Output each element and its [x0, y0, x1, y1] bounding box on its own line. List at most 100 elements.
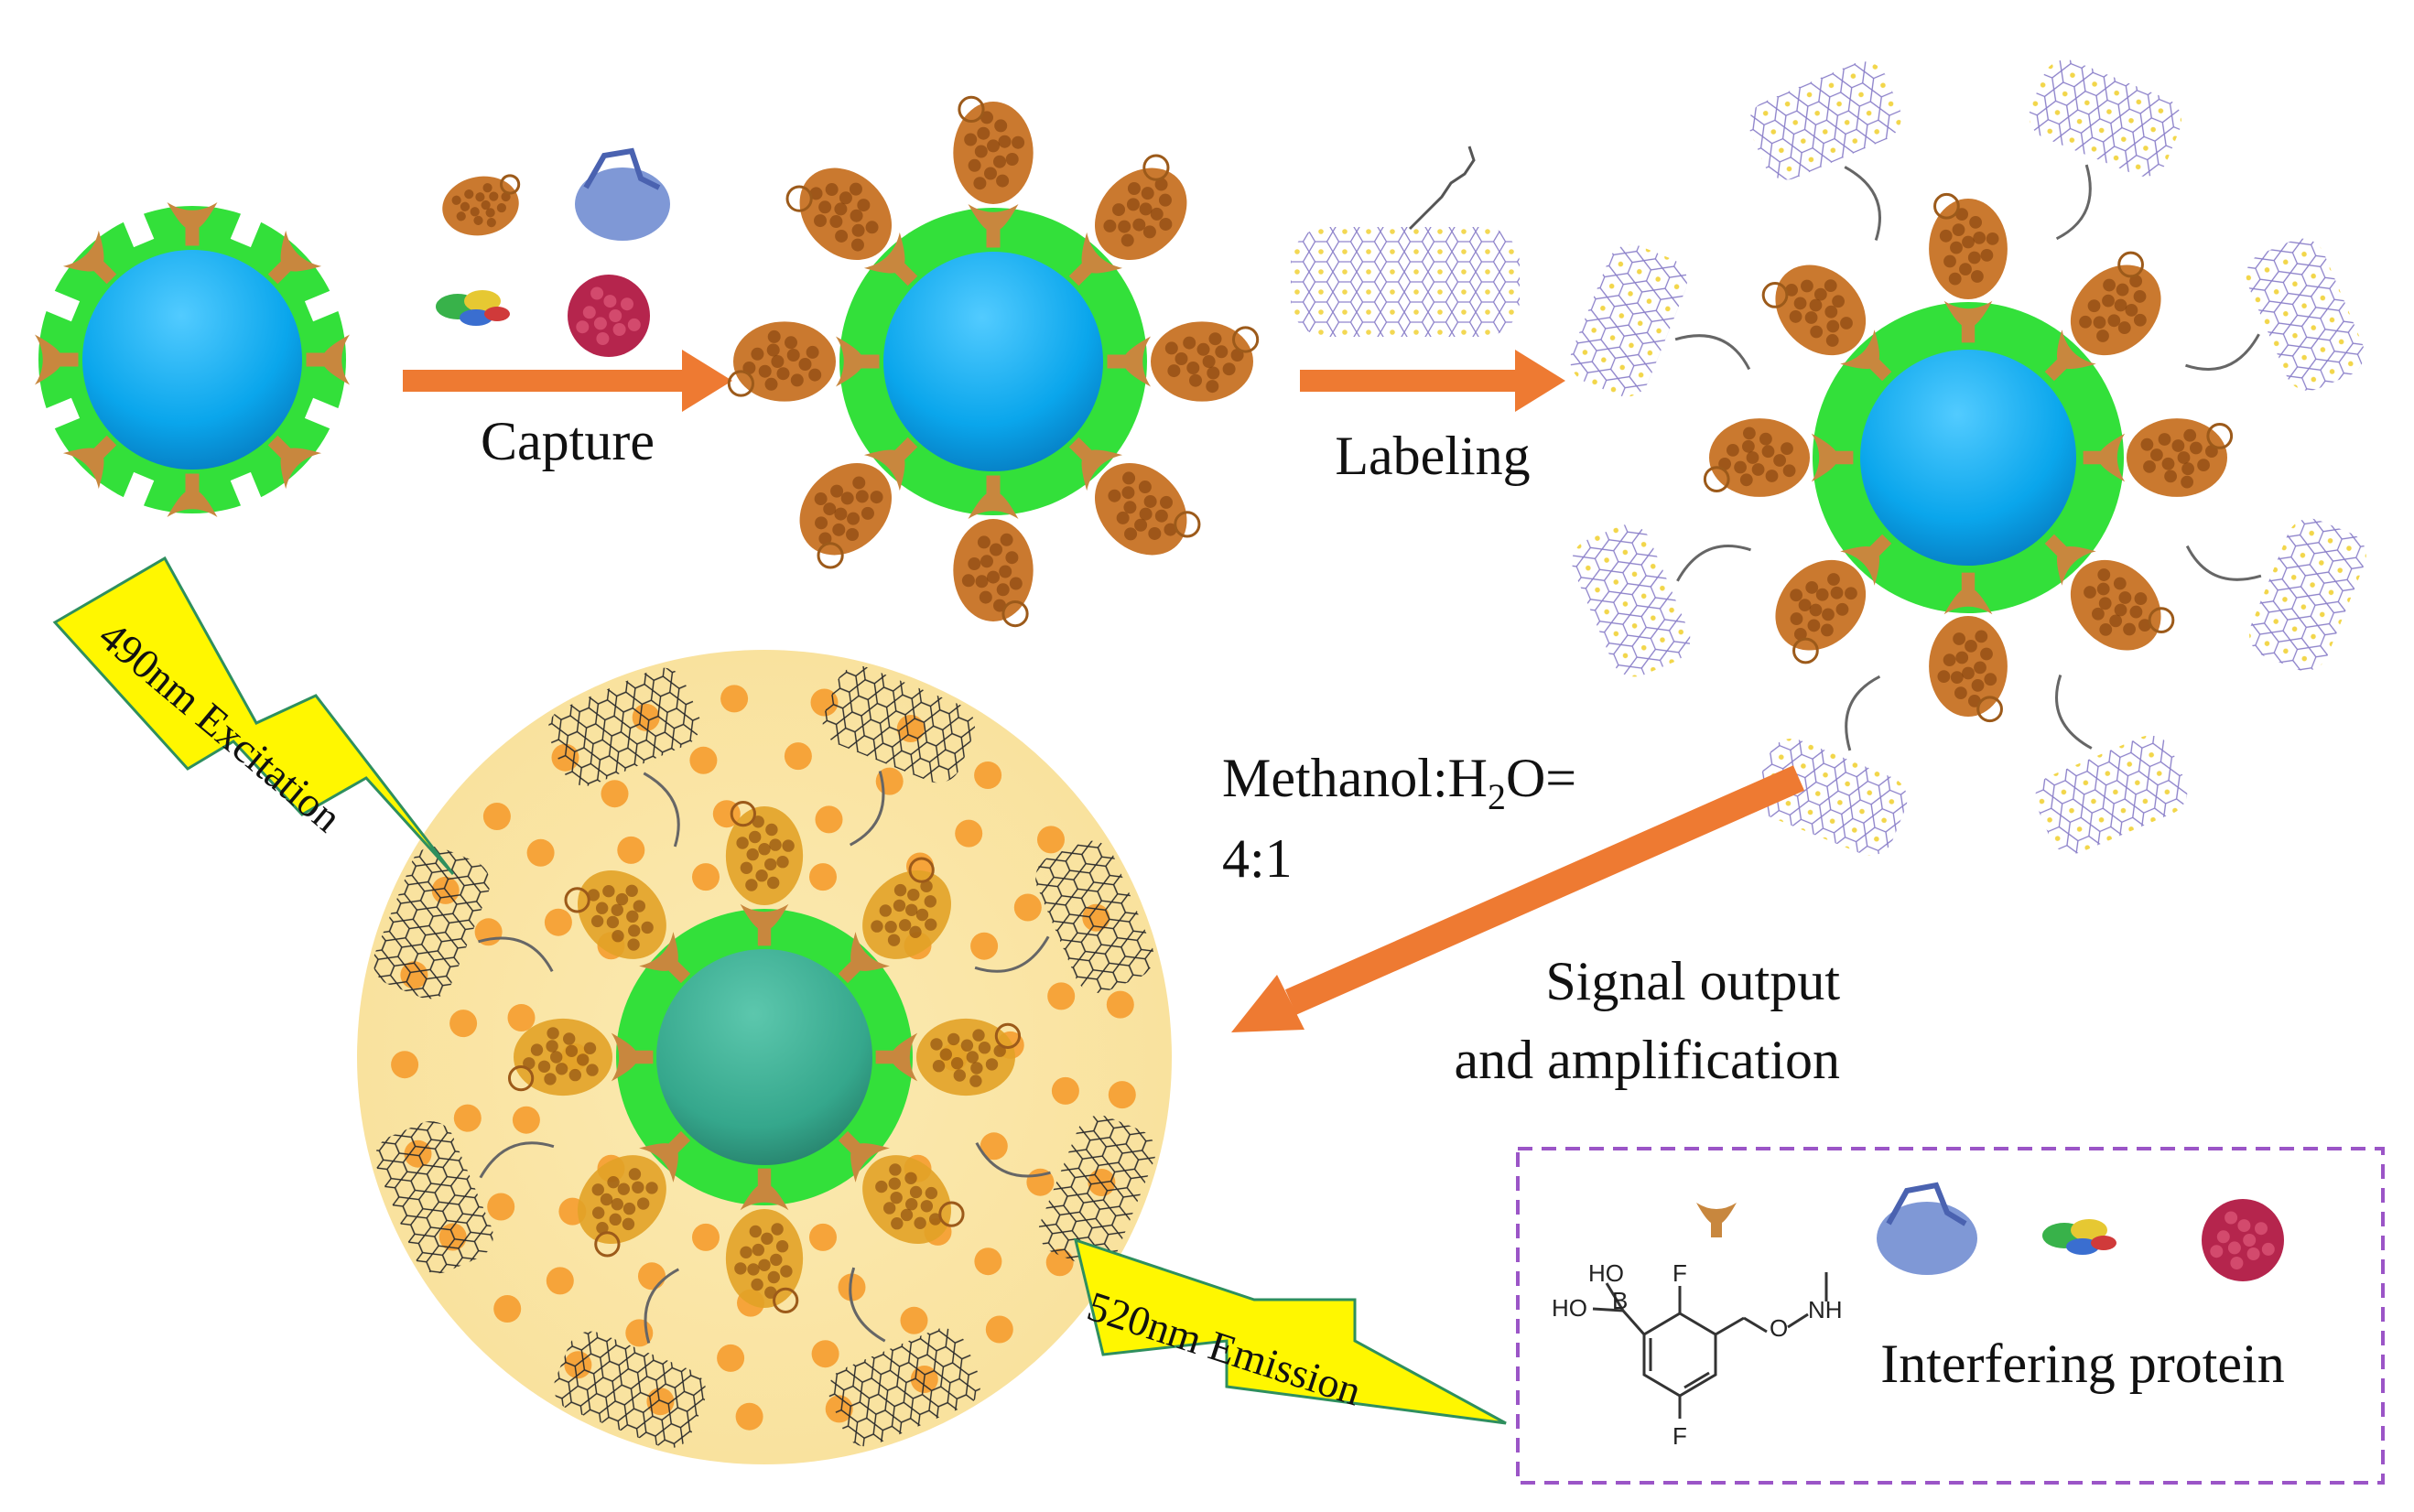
magnetic-core: [656, 949, 872, 1165]
linker-chain: [849, 1267, 886, 1343]
graphene-tag: [554, 1331, 707, 1449]
capture-arrow: [403, 350, 732, 412]
receptor-icon: [2044, 534, 2096, 586]
target-protein-icon: [1929, 616, 2008, 723]
receptor-icon: [167, 473, 218, 517]
target-protein-icon: [1703, 418, 1810, 497]
receptor-icon: [1068, 232, 1123, 286]
chem-b: B: [1612, 1287, 1628, 1314]
receptor-icon: [639, 1130, 691, 1183]
receptor-icon: [863, 437, 918, 491]
linker-chain: [644, 1268, 679, 1344]
chem-o: O: [1770, 1314, 1788, 1342]
shell-gap: [42, 397, 81, 430]
dye-molecule-dot: [638, 1262, 666, 1291]
release-arrow: [1231, 765, 1805, 1032]
dye-molecule-dot: [487, 1193, 515, 1221]
linker-chain: [975, 1142, 1051, 1178]
dye-molecule-dot: [544, 908, 572, 936]
receptor-icon: [167, 202, 218, 246]
labeling-arrow: [1300, 350, 1565, 412]
receptor-icon: [1068, 437, 1123, 491]
dye-molecule-dot: [391, 1051, 419, 1079]
dye-molecule-dot: [493, 1295, 522, 1323]
magnetic-core: [1860, 350, 2076, 566]
receptor-icon: [611, 1032, 654, 1082]
linker-chain: [1845, 675, 1881, 751]
linker-chain: [1674, 334, 1751, 371]
dye-molecule-dot: [449, 1010, 478, 1038]
dye-molecule-dot: [1013, 893, 1042, 922]
labeled-nanoparticle: [1570, 59, 2366, 856]
receptor-icon: [1811, 433, 1854, 482]
dye-molecule-dot: [974, 1247, 1002, 1276]
graphene-label-tag: [1291, 146, 1520, 337]
target-protein-icon: [953, 95, 1034, 204]
target-protein-icon: [953, 519, 1034, 628]
linker-chain: [2185, 545, 2262, 581]
linker-chain: [478, 936, 554, 972]
dye-molecule-dot: [1108, 1081, 1136, 1109]
graphene-tag: [2029, 59, 2181, 177]
shell-gap: [122, 471, 155, 510]
target-protein-icon: [564, 870, 666, 959]
blue-protein-icon: [575, 147, 670, 241]
receptor-icon: [968, 204, 1019, 248]
linker-chain: [643, 772, 680, 848]
red-protein-icon: [568, 275, 650, 357]
receptor-icon: [1696, 1203, 1737, 1237]
dye-molecule-dot: [526, 838, 555, 867]
target-protein-icon: [725, 800, 804, 905]
target-protein-icon: [2127, 418, 2234, 497]
solvent-ratio-label: Methanol:H2O=: [1222, 748, 1576, 817]
labeling-label: Labeling: [1335, 426, 1530, 486]
dye-molecule-dot: [809, 1223, 837, 1251]
graphene-tag: [1035, 840, 1154, 993]
legend-box: HO HO B F O NH F Interfering protein: [1516, 1147, 2385, 1485]
linker-chain: [479, 1141, 555, 1179]
dye-molecule-dot: [985, 1315, 1013, 1344]
graphene-tag: [828, 1328, 981, 1447]
receptor-icon: [267, 435, 322, 490]
target-protein-icon: [727, 321, 836, 402]
linker-chain: [2055, 675, 2093, 750]
receptor-icon: [740, 1168, 789, 1211]
graphene-tag: [374, 1121, 493, 1274]
target-protein-icon: [1095, 463, 1201, 556]
dye-molecule-dot: [507, 1004, 536, 1031]
target-protein-icon: [862, 1155, 965, 1244]
chem-f-bottom: F: [1672, 1422, 1687, 1450]
receptor-icon: [1107, 336, 1151, 387]
graphene-tag: [2035, 735, 2188, 854]
dye-molecule-dot: [1106, 990, 1134, 1019]
receptor-icon: [306, 334, 350, 385]
dye-molecule-dot: [974, 761, 1002, 789]
receptor-icon: [62, 435, 117, 490]
multicolor-protein-icon: [436, 290, 510, 326]
dye-molecule-dot: [717, 1344, 745, 1372]
graphene-tag: [822, 665, 975, 783]
linker-chain: [2185, 333, 2260, 371]
shell-gap: [42, 289, 81, 322]
dye-molecule-dot: [601, 780, 629, 808]
shell-gap: [122, 210, 155, 248]
dye-molecule-dot: [482, 803, 511, 830]
dye-molecule-dot: [689, 746, 718, 774]
dye-molecule-dot: [546, 1267, 574, 1295]
target-protein-icon: [2070, 559, 2175, 651]
receptor-icon: [863, 232, 918, 286]
red-protein-icon: [2202, 1199, 2284, 1281]
chem-nh: NH: [1808, 1296, 1843, 1323]
graphene-tag: [1748, 61, 1901, 180]
dye-molecule-dot: [980, 1132, 1008, 1161]
target-protein-icon: [1095, 154, 1187, 260]
graphene-tag: [2246, 238, 2365, 391]
target-protein-icon: [1761, 265, 1867, 356]
linker-chain: [850, 771, 885, 847]
dye-molecule-dot: [900, 1306, 928, 1334]
receptor-icon: [267, 230, 322, 285]
dye-molecule-dot: [811, 1340, 839, 1368]
receptor-icon: [35, 334, 79, 385]
linker-chain: [1676, 545, 1751, 582]
receptor-icon: [1943, 572, 1993, 615]
